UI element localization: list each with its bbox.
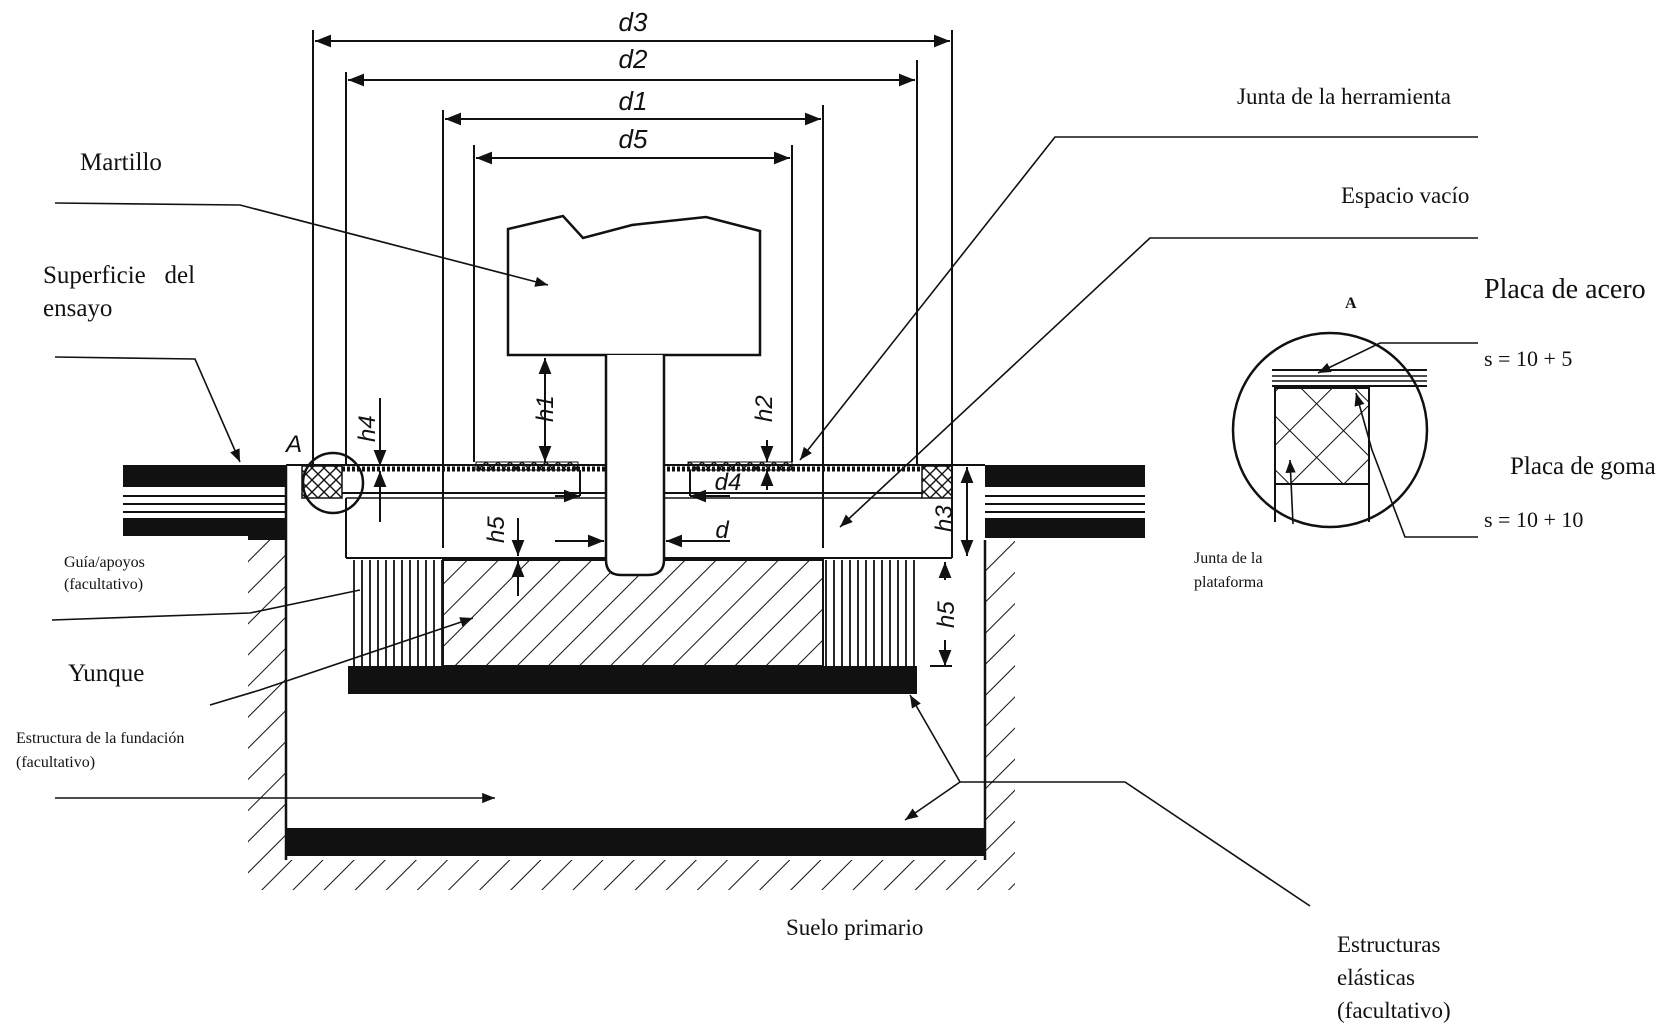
dimension-lines (312, 30, 953, 548)
d3-label: d3 (619, 7, 648, 37)
h2-label: h2 (751, 395, 778, 422)
point-a-label: A (284, 431, 302, 458)
martillo-label: Martillo (80, 149, 162, 176)
elasticas-label-line1: Estructuras (1337, 932, 1441, 957)
elasticas-label-line3: (facultativo) (1337, 998, 1451, 1023)
elasticas-label-line2: elásticas (1337, 965, 1415, 990)
d1-label: d1 (619, 86, 648, 116)
small-dimensions (373, 358, 974, 667)
superficie-label-line2: ensayo (43, 295, 112, 322)
estructura-label-line2: (facultativo) (16, 754, 95, 771)
estructura-label-line1: Estructura de la fundación (16, 730, 184, 747)
espacio-vacio-label: Espacio vacío (1341, 183, 1469, 208)
placa-goma-thickness: s = 10 + 10 (1484, 507, 1583, 532)
placa-acero-label: Placa de acero (1484, 274, 1646, 305)
junta-plataforma-label-line2: plataforma (1194, 574, 1263, 591)
h4-label: h4 (354, 415, 381, 442)
superficie-label-line1: Superficie del (43, 262, 195, 289)
hammer (506, 214, 762, 577)
detail-a (1231, 331, 1478, 538)
detail-a-marker (301, 451, 365, 515)
d4-label: d4 (715, 469, 742, 496)
anvil (348, 559, 917, 694)
yunque-label: Yunque (68, 660, 144, 687)
h5-center-label: h5 (483, 516, 510, 543)
suelo-label: Suelo primario (786, 915, 923, 940)
leader-lines (51, 136, 1478, 907)
floor-plates (123, 465, 1145, 540)
h5-right-label: h5 (933, 601, 960, 628)
guia-label-line2: (facultativo) (64, 576, 143, 593)
h3-label: h3 (931, 505, 958, 532)
junta-herramienta-label: Junta de la herramienta (1237, 84, 1451, 109)
guia-label-line1: Guía/apoyos (64, 554, 145, 571)
detail-a-title: A (1345, 295, 1357, 312)
foundation-pit (248, 465, 1015, 890)
d2-label: d2 (619, 44, 648, 74)
d5-label: d5 (619, 124, 648, 154)
d-label: d (715, 517, 729, 544)
placa-goma-label: Placa de goma (1510, 453, 1656, 480)
junta-plataforma-label-line1: Junta de la (1194, 550, 1262, 567)
h1-label: h1 (532, 395, 559, 422)
placa-acero-thickness: s = 10 + 5 (1484, 346, 1572, 371)
